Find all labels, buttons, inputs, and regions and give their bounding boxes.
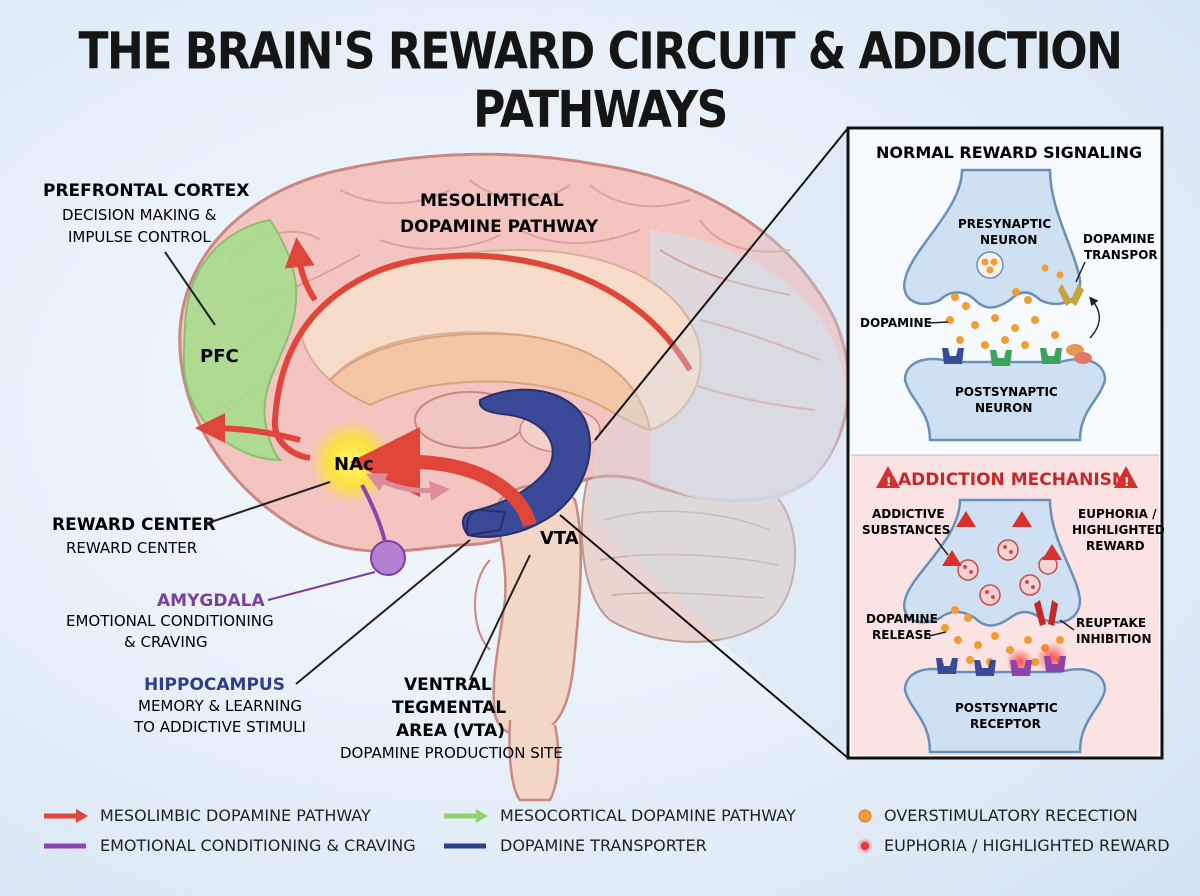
legend-item-overstimulatory: OVERSTIMULATORY RECECTION [856,806,1138,825]
svg-text:!: ! [886,475,891,489]
prefrontal-cortex-region [182,218,298,462]
dat-label2: TRANSPOR [1084,248,1158,262]
reuptake-transporter-blocked [1034,600,1058,626]
brain-labels: PREFRONTAL CORTEX DECISION MAKING & IMPU… [43,181,599,762]
legend-label: EUPHORIA / HIGHLIGHTED REWARD [884,836,1170,855]
amygdala-structure [370,540,406,576]
legend-item-emotional: EMOTIONAL CONDITIONING & CRAVING [42,836,416,855]
reuptake-label2: INHIBITION [1076,632,1152,646]
amygdala-sub1: EMOTIONAL CONDITIONING [66,612,274,630]
hippocampus-structure [462,388,591,538]
blue-line-icon [444,843,486,848]
substance-warning-icons [942,511,1062,566]
euphoria-label1: EUPHORIA / [1078,507,1157,521]
amygdala-title: AMYGDALA [157,591,265,611]
green-arrow-icon [444,808,488,823]
hippocampus-sub1: MEMORY & LEARNING [138,697,302,715]
pfc-sub1: DECISION MAKING & [62,206,217,224]
legend-label: DOPAMINE TRANSPORTER [500,836,707,855]
svg-text:!: ! [1124,475,1129,489]
vta-title2: TEGMENTAL [392,698,506,718]
nac-label: NAc [334,454,374,475]
postsynaptic-receptor-addiction [903,667,1107,754]
warning-icon-right: ! [1114,466,1138,489]
orange-dot-icon [858,809,872,822]
legend-item-euphoria: EUPHORIA / HIGHLIGHTED REWARD [856,836,1170,855]
addictive-label2: SUBSTANCES [862,523,950,537]
euphoria-label3: REWARD [1086,539,1145,553]
legend-label: EMOTIONAL CONDITIONING & CRAVING [100,836,416,855]
mesolimbic-title1: MESOLIMTICAL [420,191,564,211]
pfc-sub2: IMPULSE CONTROL [68,228,211,246]
legend-item-mesolimbic: MESOLIMBIC DOPAMINE PATHWAY [42,806,371,825]
legend-item-mesocortical: MESOCORTICAL DOPAMINE PATHWAY [442,806,796,825]
dat-label1: DOPAMINE [1083,232,1155,246]
vta-sub: DOPAMINE PRODUCTION SITE [340,744,563,762]
legend-label: MESOCORTICAL DOPAMINE PATHWAY [500,806,796,825]
vesicles-addiction [957,539,1058,606]
postsynaptic-neuron-normal [903,357,1107,442]
mesolimbic-title2: DOPAMINE PATHWAY [400,217,599,237]
mesolimbic-branch-top [284,237,318,302]
legend-label: MESOLIMBIC DOPAMINE PATHWAY [100,806,371,825]
postsynaptic-label2: NEURON [975,401,1032,415]
brain [178,152,851,802]
red-arrow-icon [44,808,88,823]
synapse-inset: NORMAL REWARD SIGNALING PRESYNAPTIC NEUR… [846,126,1165,760]
amygdala-sub2: & CRAVING [124,633,208,651]
receptors-normal [942,344,1092,366]
presynaptic-label1: PRESYNAPTIC [958,217,1051,231]
postsynaptic-label1: POSTSYNAPTIC [955,385,1058,399]
receptor-label1: POSTSYNAPTIC [955,701,1058,715]
receptor-label2: RECEPTOR [970,717,1041,731]
legend-label: OVERSTIMULATORY RECECTION [884,806,1138,825]
zoom-callout [590,128,848,758]
vta-title1: VENTRAL [404,675,492,695]
dopamine-label: DOPAMINE [860,316,932,330]
dopamine-transporter-normal [1058,284,1084,306]
hippocampus-title: HIPPOCAMPUS [144,675,285,695]
reward-center-title: REWARD CENTER [52,515,216,535]
legend-item-transporter: DOPAMINE TRANSPORTER [442,836,707,855]
page-title: THE BRAIN'S REWARD CIRCUIT & ADDICTION P… [78,22,1123,140]
reuptake-label1: REUPTAKE [1076,616,1146,630]
vta-title3: AREA (VTA) [396,721,505,741]
red-glow-dot-icon [857,837,873,854]
vta-to-nac-arrow [350,427,537,528]
addiction-title: ADDICTION MECHANISM [898,470,1129,490]
purple-line-icon [44,843,86,848]
release-label2: RELEASE [872,628,931,642]
euphoria-label2: HIGHLIGHTED [1072,523,1165,537]
presynaptic-neuron-normal [902,168,1082,309]
addictive-label1: ADDICTIVE [872,507,945,521]
pfc-title: PREFRONTAL CORTEX [43,181,249,201]
release-label1: DOPAMINE [866,612,938,626]
reward-center-sub: REWARD CENTER [66,539,197,557]
hippocampus-sub2: TO ADDICTIVE STIMULI [133,718,306,736]
receptors-addiction [936,656,1066,676]
mesolimbic-branch-pfc [195,413,301,444]
warning-icon-left: ! [876,466,900,489]
presynaptic-neuron-addiction [902,498,1082,627]
vta-short-label: VTA [540,528,579,549]
presynaptic-label2: NEURON [980,233,1037,247]
dopamine-dots-normal [946,264,1064,349]
mesolimbic-pathway-arc [271,252,693,461]
normal-title: NORMAL REWARD SIGNALING [876,143,1142,162]
pfc-short-label: PFC [200,346,239,367]
